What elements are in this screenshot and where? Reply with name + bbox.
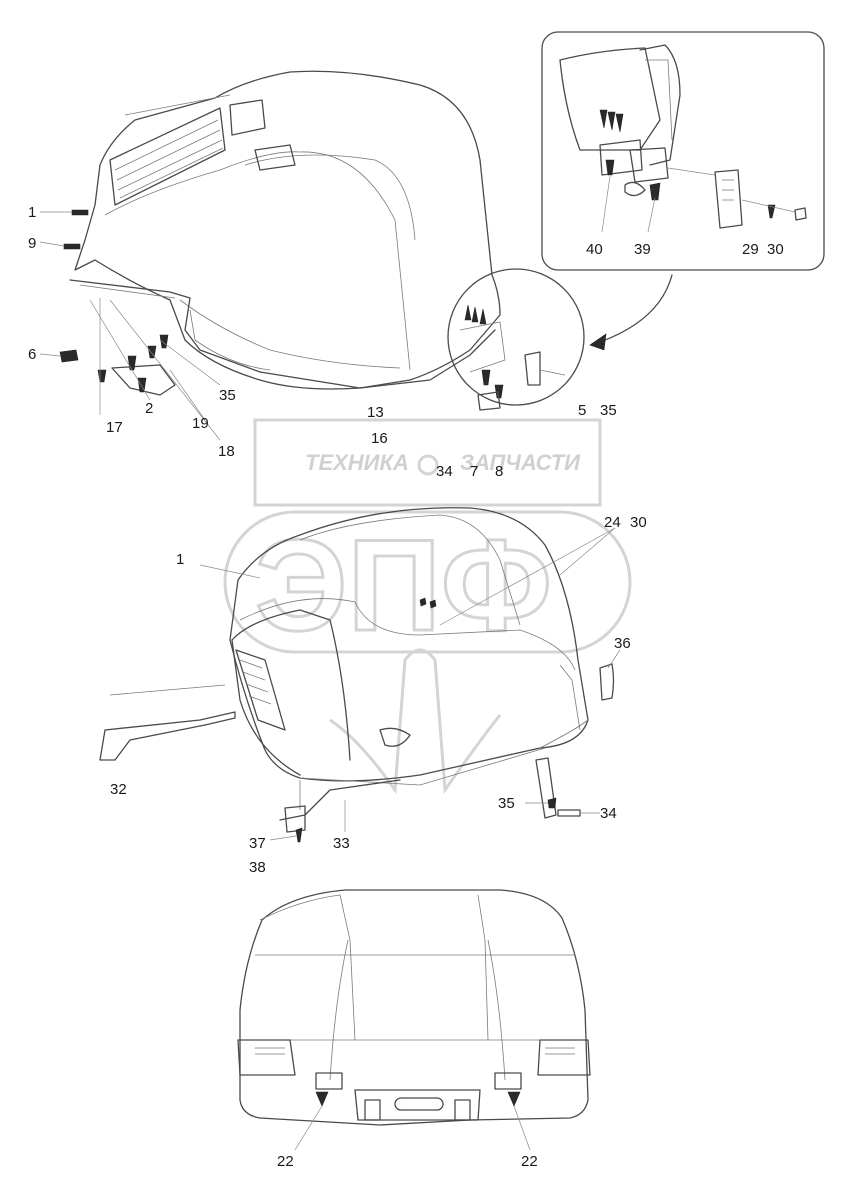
callout-label: 22 <box>277 1153 294 1170</box>
callout-label: 7 <box>470 463 478 480</box>
callout-label: 39 <box>634 241 651 258</box>
hood-bottom-view <box>237 889 591 1151</box>
callout-label: 35 <box>219 387 236 404</box>
hood-middle-view <box>99 507 621 843</box>
callout-label: 22 <box>521 1153 538 1170</box>
callout-label: 1 <box>28 204 36 221</box>
callout-label: 35 <box>498 795 515 812</box>
callouts-inset: 40 39 29 30 <box>586 241 784 258</box>
callout-label: 9 <box>28 235 36 252</box>
callout-label: 38 <box>249 859 266 876</box>
detail-circle <box>447 268 585 411</box>
callout-label: 35 <box>600 402 617 419</box>
callouts-top-view: 1 9 6 17 2 35 19 18 13 16 34 7 8 5 35 <box>28 204 617 480</box>
callout-label: 37 <box>249 835 266 852</box>
callout-label: 1 <box>176 551 184 568</box>
callout-label: 30 <box>767 241 784 258</box>
callout-label: 36 <box>614 635 631 652</box>
callout-label: 16 <box>371 430 388 447</box>
callout-label: 18 <box>218 443 235 460</box>
callout-label: 24 <box>604 514 621 531</box>
callouts-middle-view: 1 24 30 36 32 35 34 37 38 33 <box>110 514 647 876</box>
callout-label: 2 <box>145 400 153 417</box>
callout-label: 19 <box>192 415 209 432</box>
callout-label: 40 <box>586 241 603 258</box>
gear-icon <box>417 454 439 476</box>
detail-inset <box>541 31 825 271</box>
callout-label: 8 <box>495 463 503 480</box>
callout-label: 33 <box>333 835 350 852</box>
callout-label: 13 <box>367 404 384 421</box>
callout-label: 34 <box>600 805 617 822</box>
callout-label: 32 <box>110 781 127 798</box>
detail-arrow <box>599 274 673 343</box>
callout-label: 17 <box>106 419 123 436</box>
callout-label: 29 <box>742 241 759 258</box>
watermark-brand-left: ТЕХНИКА <box>305 450 409 475</box>
arrow-head <box>589 333 607 351</box>
hood-top-view <box>39 70 501 441</box>
callout-label: 5 <box>578 402 586 419</box>
watermark: ТЕХНИКА ЗАПЧАСТИ ЭПФ <box>223 418 632 795</box>
callout-label: 6 <box>28 346 36 363</box>
watermark-brand-right: ЗАПЧАСТИ <box>460 450 581 475</box>
callout-label: 34 <box>436 463 453 480</box>
watermark-logo: ЭПФ <box>255 512 552 658</box>
callouts-bottom-view: 22 22 <box>277 1153 538 1170</box>
callout-label: 30 <box>630 514 647 531</box>
